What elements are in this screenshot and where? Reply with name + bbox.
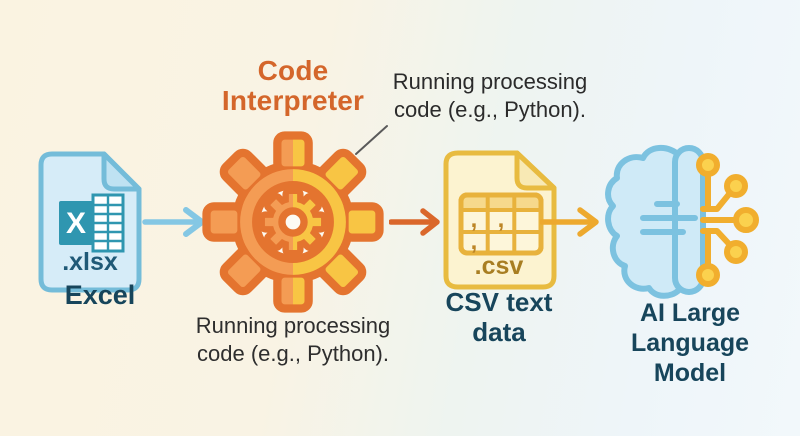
gear-icon: [201, 130, 385, 314]
csv-comma-cell-3: ,: [471, 228, 478, 255]
csv-comma-cell-1: ,: [471, 206, 478, 233]
ai-label: AI Large Language Model: [600, 298, 780, 388]
ai-label-line1: AI Large: [639, 299, 741, 327]
interpreter-caption: Running processing code (e.g., Python).: [156, 312, 430, 367]
brain-detail-lines: [640, 201, 698, 235]
circuit-nodes-icon: [696, 153, 759, 287]
csv-label: CSV text data: [419, 287, 579, 347]
ai-label-line3: Model: [653, 359, 727, 387]
arrow-csv-to-ai-icon: [540, 207, 599, 237]
gear-inner-gear: [262, 191, 325, 254]
excel-logo-icon: X: [59, 193, 125, 253]
ai-label-line2: Language: [630, 329, 750, 357]
csv-comma-cell-2: ,: [498, 206, 505, 233]
excel-folded-corner: [101, 151, 142, 192]
csv-extension: .csv: [474, 252, 524, 280]
arrow-interpreter-to-csv-icon: [389, 208, 440, 236]
brain-cloud: [605, 145, 706, 299]
code-interpreter-title-line2: Interpreter: [221, 85, 365, 117]
csv-label-line1: CSV text: [445, 287, 553, 317]
code-interpreter-title: Code Interpreter: [188, 55, 398, 117]
csv-label-line2: data: [472, 316, 526, 347]
annotation-line2: code (e.g., Python).: [394, 96, 586, 122]
csv-table-grid-icon: , , ,: [458, 192, 544, 256]
excel-extension: .xlsx: [62, 248, 118, 276]
interpreter-caption-line2: code (e.g., Python).: [197, 340, 389, 366]
excel-label: Excel: [64, 280, 136, 310]
annotation-line1: Running processing: [392, 69, 588, 94]
arrow-excel-to-interpreter-icon: [142, 207, 205, 237]
excel-logo-letter: X: [66, 207, 86, 240]
csv-folded-corner: [514, 150, 557, 191]
ai-brain-icon: [605, 145, 759, 299]
callout-line: [355, 125, 388, 155]
annotation-text: Running processing code (e.g., Python).: [384, 68, 596, 123]
spreadsheet-grid-icon: [91, 193, 125, 253]
excel-file-icon: X: [38, 151, 142, 293]
interpreter-caption-line1: Running processing: [195, 313, 391, 338]
code-interpreter-title-line1: Code: [257, 55, 329, 86]
